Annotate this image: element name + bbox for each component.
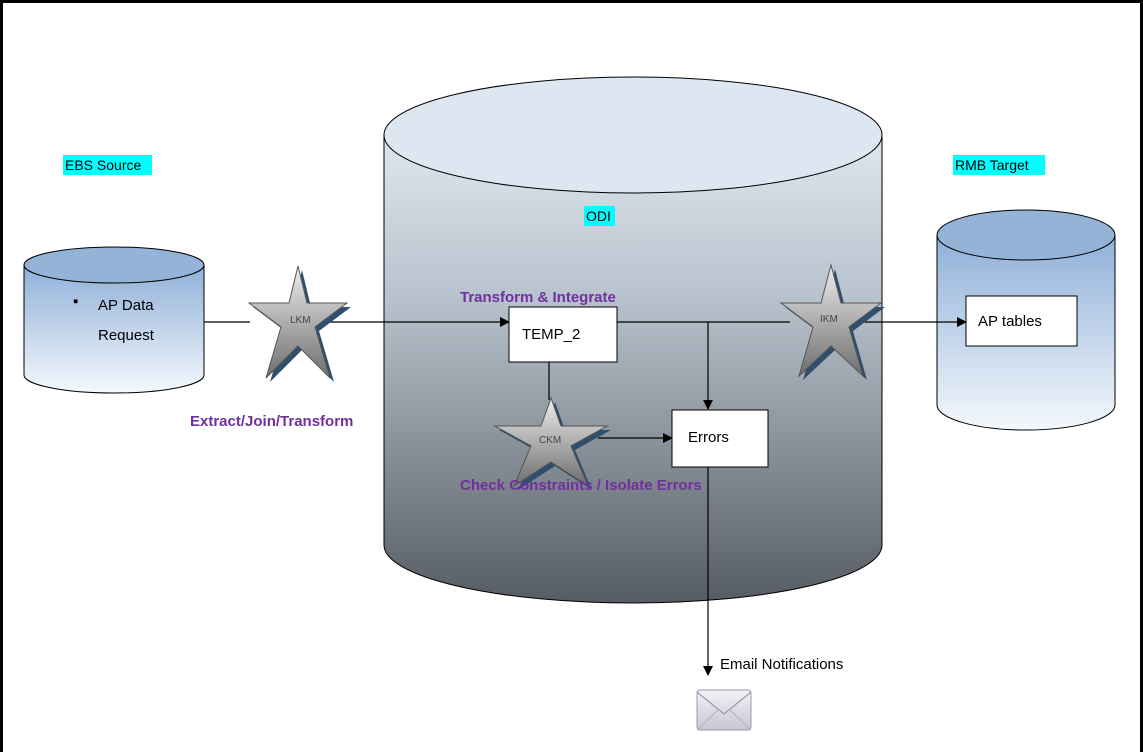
temp-box: TEMP_2 bbox=[508, 306, 618, 363]
ckm-label: CKM bbox=[539, 435, 561, 446]
odi-cylinder bbox=[383, 76, 883, 604]
ap-tables-box: AP tables bbox=[965, 295, 1078, 347]
extract-join-transform-label: Extract/Join/Transform bbox=[190, 413, 353, 430]
source-line1: AP Data bbox=[98, 297, 154, 314]
temp-label: TEMP_2 bbox=[522, 326, 580, 343]
email-notifications-label: Email Notifications bbox=[720, 656, 843, 673]
envelope-icon bbox=[696, 689, 752, 731]
ebs-source-cylinder bbox=[23, 246, 205, 394]
source-line2: Request bbox=[98, 327, 155, 344]
rmb-target-label: RMB Target bbox=[955, 157, 1029, 173]
connectors bbox=[204, 317, 967, 676]
check-constraints-label: Check Constraints / Isolate Errors bbox=[460, 477, 702, 494]
ckm-star: CKM bbox=[493, 396, 611, 490]
rmb-target-highlight bbox=[953, 155, 1045, 175]
ikm-label: IKM bbox=[820, 314, 838, 325]
transform-integrate-label: Transform & Integrate bbox=[460, 289, 616, 306]
odi-highlight bbox=[584, 206, 615, 226]
ikm-star: IKM bbox=[779, 263, 885, 380]
lkm-star: LKM bbox=[247, 265, 351, 382]
errors-label: Errors bbox=[688, 429, 729, 446]
ebs-source-highlight bbox=[63, 155, 152, 175]
ebs-source-label: EBS Source bbox=[65, 157, 141, 173]
odi-label: ODI bbox=[586, 208, 611, 224]
lkm-label: LKM bbox=[290, 315, 311, 326]
errors-box: Errors bbox=[671, 409, 769, 468]
source-bullet: ▪ bbox=[73, 293, 78, 310]
ap-tables-label: AP tables bbox=[978, 313, 1042, 330]
